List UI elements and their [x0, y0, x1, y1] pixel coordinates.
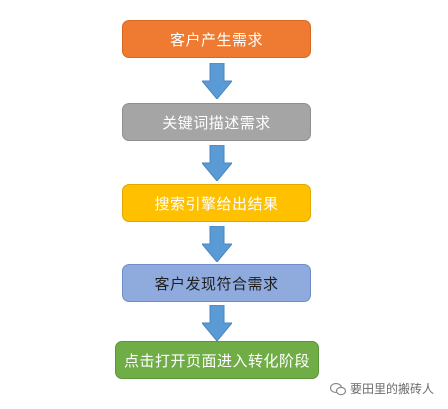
step-click-convert: 点击打开页面进入转化阶段 — [115, 341, 319, 379]
watermark-text: 要田里的搬砖人 — [349, 382, 434, 396]
down-arrow-icon — [202, 145, 232, 181]
step-label: 关键词描述需求 — [162, 113, 271, 132]
step-label: 客户产生需求 — [169, 30, 263, 49]
step-customer-match: 客户发现符合需求 — [122, 264, 311, 302]
step-customer-need: 客户产生需求 — [122, 20, 311, 58]
watermark: 要田里的搬砖人 — [329, 380, 434, 397]
step-keyword-describe: 关键词描述需求 — [122, 103, 311, 141]
step-label: 客户发现符合需求 — [154, 274, 279, 293]
step-label: 搜索引擎给出结果 — [154, 194, 279, 213]
down-arrow-icon — [202, 305, 232, 341]
down-arrow-icon — [202, 63, 232, 99]
step-label: 点击打开页面进入转化阶段 — [123, 351, 310, 370]
wechat-icon — [329, 382, 346, 395]
down-arrow-icon — [202, 226, 232, 262]
step-search-results: 搜索引擎给出结果 — [122, 184, 311, 222]
